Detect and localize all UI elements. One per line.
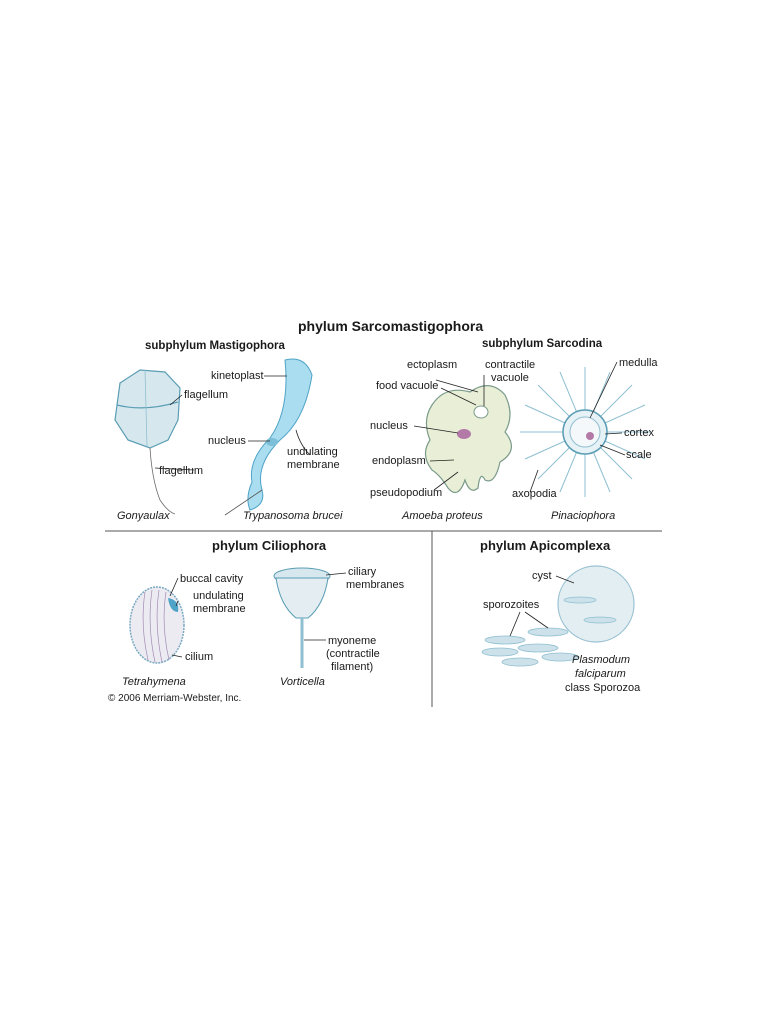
amoeba-illustration bbox=[424, 385, 512, 494]
heading-phylum-apicomplexa: phylum Apicomplexa bbox=[480, 538, 611, 553]
organism-name-pinaciophora: Pinaciophora bbox=[551, 510, 616, 522]
trypanosoma-illustration bbox=[224, 358, 313, 516]
label-nucleus: nucleus bbox=[208, 435, 246, 447]
heading-phylum-sarcomastigophora: phylum Sarcomastigophora bbox=[298, 318, 484, 334]
label-axopodia: axopodia bbox=[512, 488, 557, 500]
copyright-notice: © 2006 Merriam-Webster, Inc. bbox=[108, 693, 242, 704]
label-flagellum: flagellum bbox=[184, 389, 229, 401]
gonyaulax-illustration bbox=[114, 369, 181, 515]
label-contractile-filament-2: filament) bbox=[331, 661, 374, 673]
label-undulating: undulating bbox=[287, 446, 338, 458]
organism-name-vorticella: Vorticella bbox=[280, 676, 325, 688]
plasmodium-illustration bbox=[481, 565, 635, 667]
label-scale: scale bbox=[626, 449, 652, 461]
organism-name-plasmodium-2: falciparum bbox=[575, 668, 626, 680]
heading-phylum-ciliophora: phylum Ciliophora bbox=[212, 538, 327, 553]
label-buccal-cavity: buccal cavity bbox=[180, 573, 243, 585]
label-ciliary: ciliary bbox=[348, 566, 377, 578]
vorticella-illustration bbox=[273, 567, 331, 668]
label-contractile: contractile bbox=[485, 359, 536, 371]
label-cilium: cilium bbox=[185, 651, 214, 663]
organism-name-gonyaulax: Gonyaulax bbox=[117, 510, 170, 522]
organism-name-trypanosoma: Trypanosoma brucei bbox=[243, 510, 343, 522]
label-nucleus-amoeba: nucleus bbox=[370, 420, 408, 432]
label-myoneme: myoneme bbox=[328, 635, 377, 647]
label-food-vacuole: food vacuole bbox=[376, 380, 439, 392]
organism-class-sporozoa: class Sporozoa bbox=[565, 682, 641, 694]
label-sporozoites: sporozoites bbox=[483, 599, 540, 611]
label-ectoplasm: ectoplasm bbox=[407, 359, 458, 371]
label-membrane-2: membrane bbox=[193, 603, 246, 615]
label-endoplasm: endoplasm bbox=[372, 455, 426, 467]
heading-subphylum-mastigophora: subphylum Mastigophora bbox=[145, 340, 285, 352]
label-membrane: membrane bbox=[287, 459, 340, 471]
label-pseudopodium: pseudopodium bbox=[370, 487, 443, 499]
pinaciophora-illustration bbox=[520, 367, 650, 497]
label-cortex: cortex bbox=[624, 427, 654, 439]
label-undulating-2: undulating bbox=[193, 590, 244, 602]
label-kinetoplast: kinetoplast bbox=[211, 370, 264, 382]
heading-subphylum-sarcodina: subphylum Sarcodina bbox=[482, 338, 603, 350]
label-flagellum-lower: flagellum bbox=[159, 465, 204, 477]
organism-name-tetrahymena: Tetrahymena bbox=[122, 676, 186, 688]
label-vacuole: vacuole bbox=[491, 372, 529, 384]
label-contractile-filament-1: (contractile bbox=[326, 648, 380, 660]
label-medulla: medulla bbox=[619, 357, 658, 369]
tetrahymena-illustration bbox=[129, 586, 185, 664]
label-ciliary-membranes: membranes bbox=[346, 579, 405, 591]
label-cyst: cyst bbox=[532, 570, 552, 582]
organism-name-plasmodium-1: Plasmodum bbox=[572, 654, 631, 666]
organism-name-amoeba: Amoeba proteus bbox=[402, 510, 483, 522]
